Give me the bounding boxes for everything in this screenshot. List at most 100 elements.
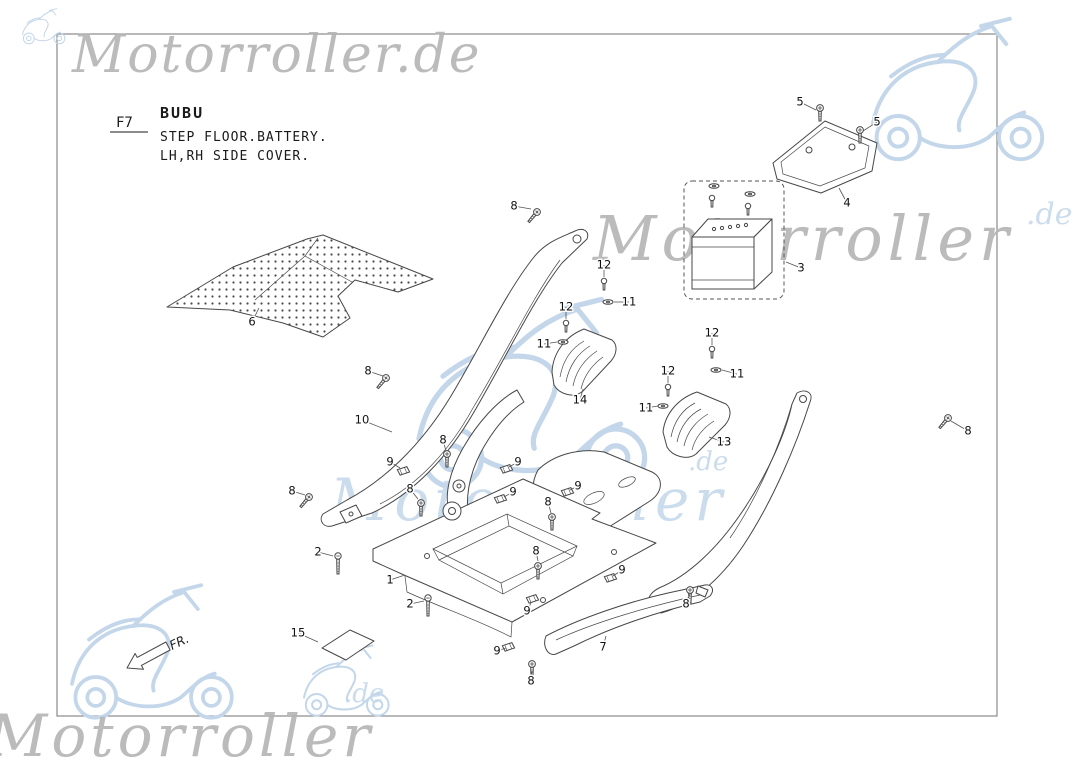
callout-leader (645, 405, 659, 409)
callout-9: 9 (509, 485, 516, 499)
callout-9: 9 (514, 455, 521, 469)
callout-leader (543, 341, 558, 345)
callout-9: 9 (523, 604, 530, 618)
part-left-side-cover (320, 228, 589, 527)
screw-glyph (816, 104, 824, 122)
bolt-glyph (664, 383, 672, 397)
part-grille-cover-13 (662, 391, 731, 458)
callout-12: 12 (597, 258, 612, 272)
callout-12: 12 (705, 326, 720, 340)
callout-2: 2 (406, 597, 413, 611)
callout-8: 8 (527, 674, 534, 688)
bolt-glyph (424, 594, 432, 617)
callout-5: 5 (796, 95, 803, 109)
callout-leader (950, 420, 969, 432)
part-pad (321, 629, 375, 661)
callout-leader (785, 261, 802, 269)
callout-leader (838, 187, 848, 204)
scooter-sketch-icon (22, 8, 66, 45)
callout-leader (708, 436, 725, 443)
callout-8: 8 (532, 544, 539, 558)
callout-7: 7 (599, 640, 606, 654)
callout-5: 5 (873, 115, 880, 129)
washer-glyph (602, 299, 614, 305)
callout-9: 9 (386, 455, 393, 469)
washer-glyph (557, 339, 569, 345)
front-arrow-icon (126, 641, 171, 670)
callout-9: 9 (493, 644, 500, 658)
callout-8: 8 (364, 364, 371, 378)
callout-8: 8 (439, 433, 446, 447)
part-step-floor (372, 478, 657, 638)
callout-leader (721, 369, 738, 375)
callout-4: 4 (843, 196, 850, 210)
callout-6: 6 (248, 315, 255, 329)
callout-9: 9 (574, 479, 581, 493)
screw-glyph (525, 206, 543, 225)
callout-leader (317, 551, 334, 557)
callout-13: 13 (717, 435, 732, 449)
front-direction-label: FR. (167, 631, 191, 653)
bolt-glyph (708, 345, 716, 359)
page-subtitle-1: STEP FLOOR.BATTERY. (160, 130, 328, 145)
callout-leader (535, 550, 539, 562)
callout-leader (685, 593, 691, 605)
callout-leader (530, 670, 533, 682)
battery-terminal-washer (708, 183, 720, 189)
page-title: BUBU (160, 104, 204, 122)
washer-glyph (710, 367, 722, 373)
callout-8: 8 (682, 597, 689, 611)
bolt-glyph (562, 319, 570, 333)
callout-leader (547, 501, 552, 514)
callout-11: 11 (622, 295, 637, 309)
callout-leader (367, 370, 384, 377)
callout-leader (579, 388, 584, 401)
callout-leader (612, 569, 623, 577)
page-border (56, 33, 998, 717)
callout-leader (602, 635, 607, 648)
callout-leader (389, 574, 406, 581)
callout-leader (251, 307, 260, 323)
callout-15: 15 (291, 626, 306, 640)
callout-12: 12 (661, 364, 676, 378)
part-grille-cover-14 (551, 328, 617, 396)
callout-leader (297, 632, 319, 643)
bolt-glyph (334, 552, 342, 575)
watermark-bottom-left: Motorroller (0, 702, 374, 768)
callout-8: 8 (544, 495, 551, 509)
callout-11: 11 (537, 337, 552, 351)
callout-leader (361, 419, 393, 433)
screw-glyph (936, 412, 954, 431)
battery-terminal-washer (744, 191, 756, 197)
washer-glyph (657, 403, 669, 409)
screw-glyph (297, 491, 315, 510)
part-lower-cover-strip (544, 584, 713, 655)
watermark-right: Motorroller (592, 202, 1014, 275)
callout-12: 12 (559, 300, 574, 314)
callout-8: 8 (964, 424, 971, 438)
callout-leader (496, 647, 507, 652)
callout-leader (799, 101, 817, 111)
callout-8: 8 (406, 482, 413, 496)
callout-8: 8 (288, 484, 295, 498)
callout-leader (409, 600, 425, 605)
callout-leader (513, 205, 532, 210)
callout-leader (508, 461, 519, 468)
callout-leader (409, 488, 419, 500)
callout-leader (503, 491, 514, 498)
callout-leader (569, 485, 579, 491)
part-battery (683, 180, 785, 300)
callout-2: 2 (314, 545, 321, 559)
front-direction-indicator: FR. (126, 631, 191, 670)
page-subtitle-2: LH,RH SIDE COVER. (160, 149, 310, 164)
clip-glyph (501, 641, 516, 652)
part-battery-cover (772, 104, 878, 194)
callout-9: 9 (618, 563, 625, 577)
bolt-glyph (600, 277, 608, 291)
figure-code: F7 (116, 115, 133, 131)
callout-leader (442, 439, 447, 452)
scooter-sketch-icon (871, 16, 1045, 162)
